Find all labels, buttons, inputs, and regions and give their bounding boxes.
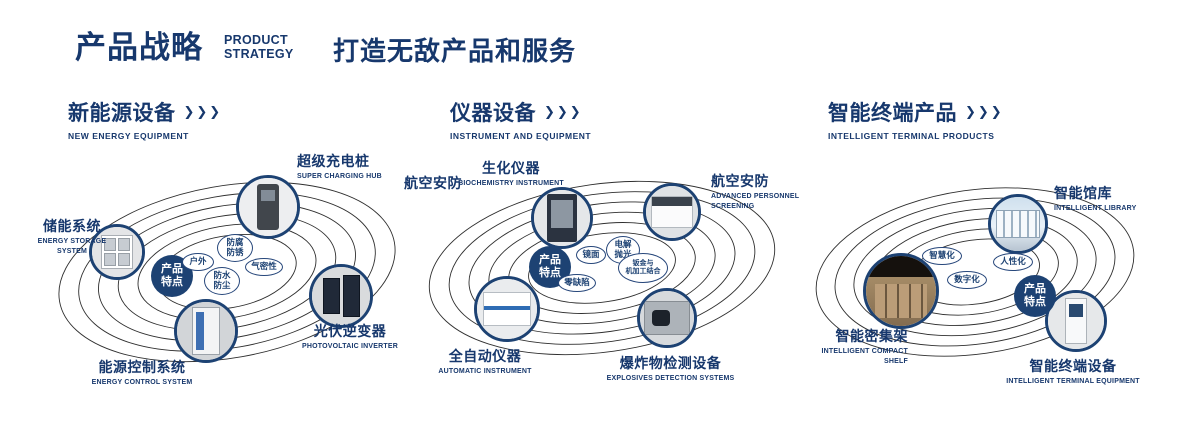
feature-tag-humanized: 人性化 (993, 253, 1033, 271)
label-super-charging-hub: 超级充电桩 SUPER CHARGING HUB (297, 153, 382, 180)
product-photo-intelligent-compact-shelf (863, 253, 939, 329)
compact-shelf-room-icon (866, 256, 936, 326)
section-subtitle: INTELLIGENT TERMINAL PRODUCTS (828, 131, 995, 141)
feature-tag-airtightness: 气密性 (245, 258, 283, 276)
label-aviation-security-left: 航空安防 (404, 175, 462, 191)
kiosk-icon (1048, 293, 1104, 349)
page-title-en-line1: PRODUCT (224, 33, 288, 47)
inverter-cabinet-icon (312, 267, 370, 325)
product-features-badge: 产品 特点 (1014, 275, 1056, 317)
product-photo-energy-control-system (174, 299, 238, 363)
feature-tag-anticorrosion: 防腐 防锈 (217, 234, 253, 262)
label-biochemistry-instrument: 生化仪器 BIOCHEMISTRY INSTRUMENT (458, 160, 564, 187)
section-title-text: 智能终端产品 (828, 102, 957, 125)
page-title-en: PRODUCT STRATEGY (224, 33, 294, 61)
section-title-instruments: 仪器设备 ❯❯❯ INSTRUMENT AND EQUIPMENT (450, 97, 591, 141)
feature-tag-intelligent: 智慧化 (922, 247, 962, 265)
label-intelligent-terminal-equipment: 智能终端设备 INTELLIGENT TERMINAL EQUIPMENT (1006, 358, 1140, 385)
triple-chevron-icon: ❯❯❯ (183, 104, 223, 119)
label-explosives-detection: 爆炸物检测设备 EXPLOSIVES DETECTION SYSTEMS (606, 355, 735, 382)
page-slogan: 打造无敌产品和服务 (333, 36, 577, 66)
control-cabinet-icon (177, 302, 235, 360)
label-automatic-instrument: 全自动仪器 AUTOMATIC INSTRUMENT (438, 348, 532, 375)
section-title-intelligent-terminal: 智能终端产品 ❯❯❯ INTELLIGENT TERMINAL PRODUCTS (828, 97, 1004, 141)
product-photo-intelligent-terminal-equipment (1045, 290, 1107, 352)
library-room-icon (991, 197, 1045, 251)
product-photo-automatic-instrument (474, 276, 540, 342)
product-photo-energy-storage (89, 224, 145, 280)
product-photo-intelligent-library (988, 194, 1048, 254)
label-energy-storage-system: 储能系统 ENERGY STORAGE SYSTEM (37, 218, 107, 256)
label-advanced-personnel-screening: 航空安防 ADVANCED PERSONNEL SCREENING (711, 173, 800, 211)
section-title-text: 新能源设备 (68, 102, 176, 125)
page-title-en-line2: STRATEGY (224, 47, 294, 61)
feature-tag-zero-defect: 零缺陷 (558, 274, 596, 292)
section-subtitle: INSTRUMENT AND EQUIPMENT (450, 131, 592, 141)
energy-storage-cabinet-icon (92, 227, 142, 277)
charging-pile-icon (239, 178, 297, 236)
feature-tag-waterproof-dustproof: 防水 防尘 (204, 267, 240, 295)
screening-machine-icon (646, 186, 698, 238)
product-photo-explosives-detection (637, 288, 697, 348)
biochemistry-rack-icon (534, 190, 590, 246)
triple-chevron-icon: ❯❯❯ (965, 104, 1004, 119)
section-subtitle: NEW ENERGY EQUIPMENT (68, 131, 189, 141)
section-title-text: 仪器设备 (450, 102, 536, 125)
feature-tag-digitalized: 数字化 (947, 271, 987, 289)
product-photo-biochemistry-instrument (531, 187, 593, 249)
product-photo-personnel-screening (643, 183, 701, 241)
triple-chevron-icon: ❯❯❯ (544, 104, 583, 119)
xray-scanner-icon (640, 291, 694, 345)
automatic-instrument-icon (477, 279, 537, 339)
label-photovoltaic-inverter: 光伏逆变器 PHOTOVOLTAIC INVERTER (302, 323, 398, 350)
product-photo-photovoltaic-inverter (309, 264, 373, 328)
feature-tag-outdoor: 户外 (182, 253, 214, 271)
label-intelligent-compact-shelf: 智能密集架 INTELLIGENT COMPACT SHELF (821, 328, 908, 366)
feature-tag-sheetmetal-machining: 钣金与 机加工结合 (618, 253, 668, 283)
section-title-new-energy: 新能源设备 ❯❯❯ NEW ENERGY EQUIPMENT (68, 97, 222, 141)
feature-tag-mirror: 镜面 (576, 246, 606, 264)
page-title: 产品战略 (75, 30, 203, 65)
product-photo-super-charging-hub (236, 175, 300, 239)
label-energy-control-system: 能源控制系统 ENERGY CONTROL SYSTEM (91, 359, 193, 386)
label-intelligent-library: 智能馆库 INTELLIGENT LIBRARY (1054, 185, 1137, 212)
